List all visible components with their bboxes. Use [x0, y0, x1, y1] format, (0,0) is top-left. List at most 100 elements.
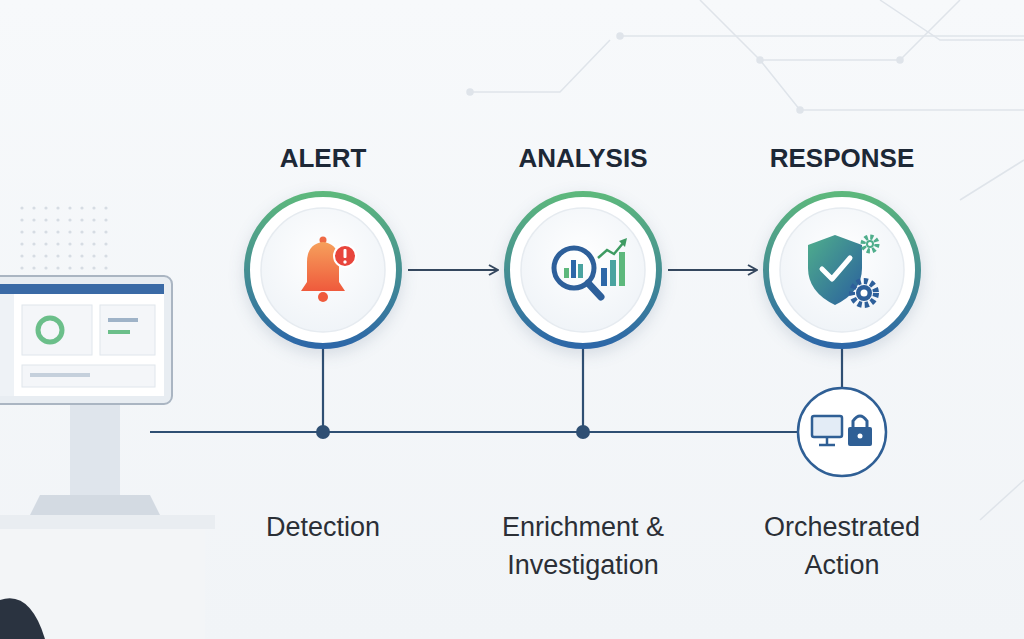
dot-grid	[56, 218, 59, 221]
monitor-illustration	[100, 305, 155, 355]
dot-grid	[20, 242, 23, 245]
endpoint-lock-badge	[819, 444, 835, 447]
step-ring	[766, 194, 918, 346]
desk	[0, 515, 215, 639]
dot-grid	[104, 254, 107, 257]
dot-grid	[44, 254, 47, 257]
step-heading: ANALYSIS	[498, 136, 668, 180]
timeline	[576, 425, 590, 439]
monitor-illustration	[0, 276, 172, 404]
timeline	[316, 425, 330, 439]
endpoint-lock-badge	[812, 416, 842, 437]
magnifier-chart-icon	[554, 238, 627, 297]
endpoint-lock-badge	[826, 437, 829, 444]
monitor-illustration	[0, 284, 164, 396]
endpoint-lock-badge	[853, 416, 867, 428]
magnifier-chart-icon	[601, 268, 607, 286]
dot-grid	[104, 218, 107, 221]
dot-grid	[80, 242, 83, 245]
dot-grid	[44, 242, 47, 245]
flow-arrow	[668, 269, 757, 271]
dot-grid	[32, 218, 35, 221]
dot-grid	[56, 230, 59, 233]
dot-grid	[44, 230, 47, 233]
step-caption: Enrichment & Investigation	[468, 508, 698, 584]
shield-gears-icon	[852, 281, 876, 305]
timeline	[582, 348, 584, 432]
magnifier-chart-icon	[619, 238, 627, 247]
monitor-illustration	[0, 276, 172, 515]
bell-icon	[318, 292, 328, 302]
network-lines	[467, 0, 1024, 520]
step-caption: Orchestrated Action	[727, 508, 957, 584]
endpoint-lock-badge	[798, 388, 886, 476]
endpoint-lock-badge	[848, 427, 872, 446]
magnifier-chart-icon	[610, 260, 616, 286]
network-lines	[617, 33, 623, 39]
monitor-illustration	[22, 305, 92, 355]
bell-icon	[301, 242, 345, 291]
monitor-illustration	[0, 284, 164, 294]
endpoint-lock-badge	[798, 388, 886, 476]
step-inner	[780, 208, 904, 332]
network-lines	[470, 40, 610, 92]
step-caption: Detection	[208, 508, 438, 546]
dot-grid	[92, 254, 95, 257]
network-lines	[797, 107, 803, 113]
monitor-illustration	[30, 373, 90, 377]
dot-grid	[56, 254, 59, 257]
dot-grid	[32, 266, 35, 269]
monitor-illustration	[108, 318, 138, 322]
network-lines	[700, 0, 960, 60]
step-ring	[247, 194, 399, 346]
dot-grid	[20, 206, 23, 209]
step-node: RESPONSE	[757, 136, 927, 350]
timeline	[150, 431, 798, 433]
dot-grid	[80, 254, 83, 257]
dot-grid	[32, 254, 35, 257]
shield-gears-icon	[808, 235, 862, 305]
timeline	[322, 348, 324, 432]
network-lines	[880, 0, 1024, 40]
dot-grid	[92, 218, 95, 221]
dot-grid	[68, 266, 71, 269]
magnifier-chart-icon	[554, 248, 594, 288]
magnifier-chart-icon	[578, 264, 583, 278]
dot-grid	[68, 230, 71, 233]
step-inner	[521, 208, 645, 332]
step-node: ALERT	[238, 136, 408, 350]
dot-grid	[44, 218, 47, 221]
shield-gears-icon	[808, 235, 877, 305]
magnifier-chart-icon	[598, 242, 624, 258]
endpoint-lock-badge	[858, 434, 863, 439]
dot-grid	[68, 242, 71, 245]
step-heading: ALERT	[238, 136, 408, 180]
shield-gears-icon	[861, 290, 868, 297]
flow-arrow	[408, 269, 498, 271]
magnifier-chart-icon	[564, 268, 569, 278]
dot-grid	[56, 266, 59, 269]
step-heading: RESPONSE	[757, 136, 927, 180]
magnifier-chart-icon	[588, 283, 601, 297]
dot-grid	[56, 242, 59, 245]
timeline	[841, 348, 843, 388]
dot-grid	[104, 230, 107, 233]
bell-icon	[334, 245, 356, 267]
network-lines	[980, 480, 1024, 520]
network-lines	[960, 160, 1024, 200]
monitor-illustration	[70, 400, 120, 495]
dot-grid	[92, 242, 95, 245]
bell-icon	[344, 249, 347, 258]
shield-gears-icon	[866, 240, 874, 248]
dot-grid	[104, 266, 107, 269]
dot-grid	[104, 206, 107, 209]
dot-grid	[44, 206, 47, 209]
shield-gears-icon	[856, 285, 872, 301]
monitor-illustration	[38, 318, 62, 342]
dot-grid	[32, 206, 35, 209]
dot-grid	[20, 254, 23, 257]
network-lines	[760, 60, 1024, 110]
shield-gears-icon	[863, 237, 877, 251]
step-node: ANALYSIS	[498, 136, 668, 350]
